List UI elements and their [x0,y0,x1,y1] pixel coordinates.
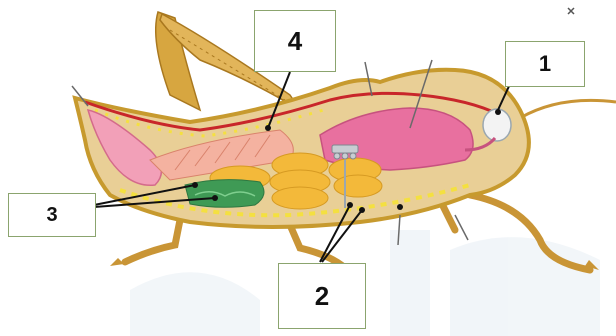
label-box-3: 3 [8,193,96,237]
label-number-1: 1 [539,51,551,77]
antenna [520,100,616,118]
spiracle-structure [332,145,358,159]
label-number-3: 3 [46,204,57,227]
corner-mark [568,8,574,14]
label-number-4: 4 [288,26,302,57]
label-number-2: 2 [315,281,329,312]
label-box-1: 1 [505,41,585,87]
label-box-4: 4 [254,10,336,72]
label-box-2: 2 [278,263,366,329]
